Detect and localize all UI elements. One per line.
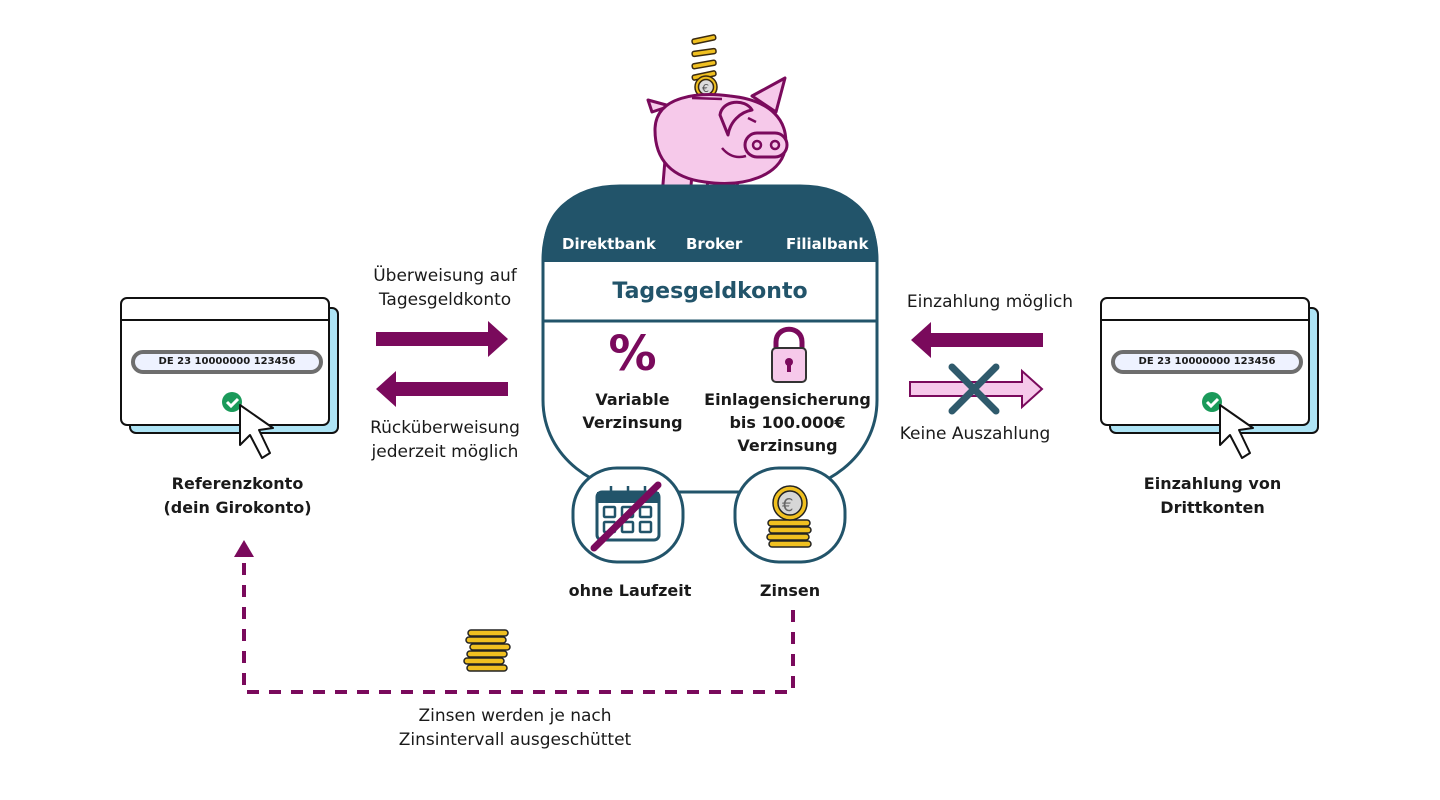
deposit-protection-label: Einlagensicherung bis 100.000€ Verzinsun… (704, 390, 871, 455)
bank-type-filialbank: Filialbank (786, 235, 869, 253)
reference-account-label: Referenzkonto (dein Girokonto) (163, 474, 312, 517)
reference-account-card-icon (120, 297, 339, 459)
coin-pile-icon (463, 629, 511, 672)
svg-text:€: € (702, 82, 709, 95)
reference-iban: DE 23 10000000 123456 (158, 356, 296, 367)
third-party-account-label: Einzahlung von Drittkonten (1143, 474, 1282, 517)
cross-icon (948, 363, 1000, 415)
account-title: Tagesgeldkonto (612, 279, 808, 304)
variable-interest-label: Variable Verzinsung (582, 390, 683, 432)
bank-type-direktbank: Direktbank (562, 235, 656, 253)
third-party-account-card-icon (1100, 297, 1319, 459)
coin-stack-icon (766, 485, 812, 548)
arrow-left-icon (376, 371, 508, 407)
falling-coins-icon (691, 34, 718, 99)
arrow-right-icon (376, 321, 508, 357)
interest-label: Zinsen (759, 581, 821, 600)
deposit-possible-label: Einzahlung möglich (906, 292, 1074, 312)
calendar-crossed-icon (590, 481, 662, 552)
no-payout-label: Keine Auszahlung (899, 424, 1051, 444)
bank-type-broker: Broker (686, 235, 743, 253)
transfer-to-label: Überweisung auf Tagesgeldkonto (373, 266, 517, 310)
percent-icon: % (608, 326, 657, 382)
transfer-back-label: Rücküberweisung jederzeit möglich (370, 418, 520, 462)
payout-arrow-up-icon (234, 540, 254, 557)
svg-text:€: € (782, 495, 793, 516)
interest-payout-label: Zinsen werden je nach Zinsintervall ausg… (398, 706, 632, 750)
third-party-iban: DE 23 10000000 123456 (1138, 356, 1276, 367)
no-term-label: ohne Laufzeit (568, 581, 692, 600)
deposit-arrow-left-icon (911, 322, 1043, 358)
